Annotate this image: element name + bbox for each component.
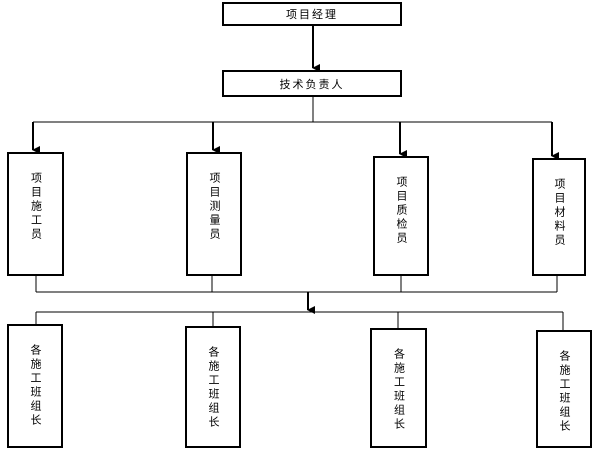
team-leader-box-1: 各施工班组长 (7, 324, 63, 448)
team-leader-box-4: 各施工班组长 (536, 330, 592, 448)
staff-box-construction: 项目施工员 (7, 152, 64, 276)
staff-box-materials: 项目材料员 (532, 158, 586, 276)
staff-box-quality: 项目质检员 (373, 156, 429, 276)
staff-label: 项目测量员 (208, 172, 221, 242)
tech-lead-box: 技术负责人 (222, 70, 402, 97)
tech-lead-label: 技术负责人 (279, 77, 345, 91)
staff-box-survey: 项目测量员 (186, 152, 242, 276)
team-leader-box-3: 各施工班组长 (370, 328, 427, 448)
team-leader-label: 各施工班组长 (392, 348, 406, 432)
team-leader-label: 各施工班组长 (29, 344, 42, 428)
team-leader-label: 各施工班组长 (207, 346, 220, 430)
team-leader-label: 各施工班组长 (558, 350, 571, 434)
staff-label: 项目质检员 (395, 176, 408, 246)
team-leader-box-2: 各施工班组长 (185, 326, 241, 448)
manager-box: 项目经理 (222, 2, 402, 26)
manager-label: 项目经理 (286, 8, 338, 21)
staff-label: 项目材料员 (553, 178, 566, 248)
staff-label: 项目施工员 (29, 172, 43, 242)
